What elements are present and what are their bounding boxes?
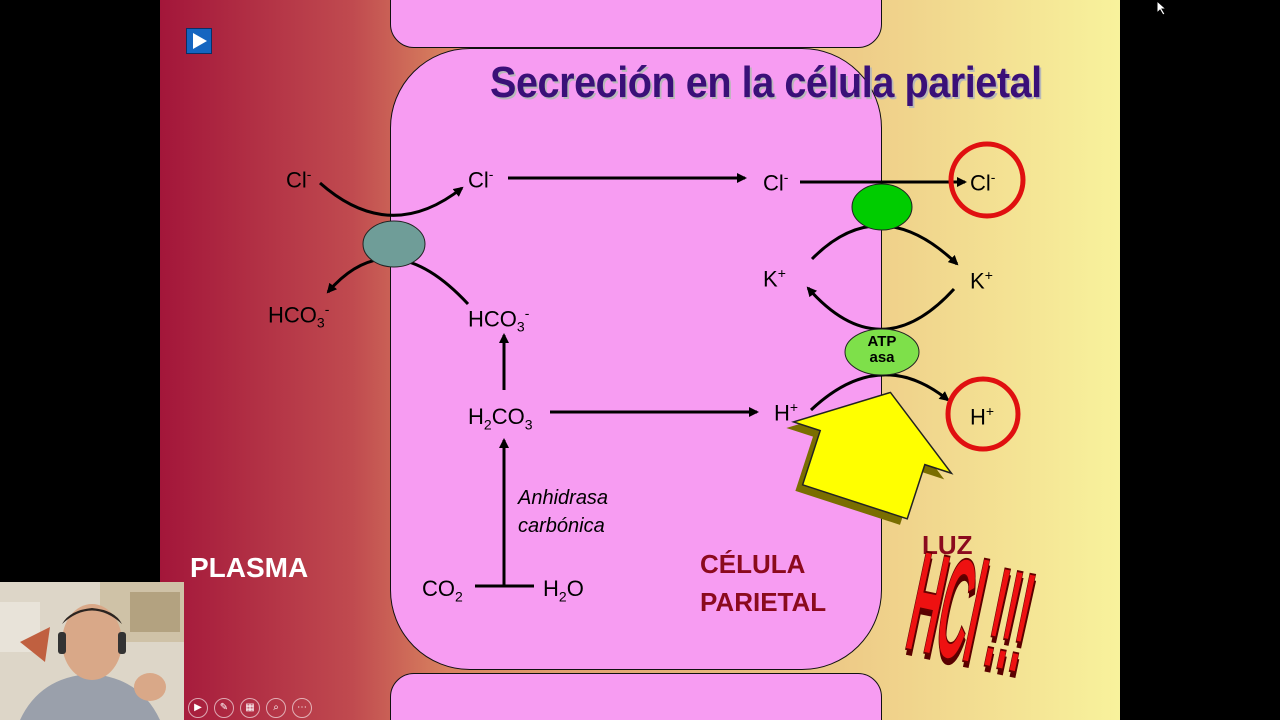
arrow-k-out (810, 224, 959, 266)
cl-cell-right-label: Cl- (763, 169, 789, 196)
k-lumen-label: K+ (970, 267, 993, 294)
cell-top-neighbor (390, 0, 882, 48)
cl-plasma-label: Cl- (286, 166, 312, 193)
slides-button[interactable]: ▦ (240, 698, 260, 718)
cl-hco3-exchanger (362, 220, 426, 268)
plasma-label: PLASMA (190, 552, 309, 583)
cl-channel (851, 183, 913, 231)
diagram-graphics (319, 141, 1026, 588)
play-icon: ▶ (194, 702, 202, 713)
h-lumen-ring (945, 376, 1021, 452)
more-icon: ⋯ (297, 702, 307, 713)
cell-bottom-neighbor (390, 673, 882, 720)
slides-icon: ▦ (245, 702, 255, 713)
pen-icon: ✎ (219, 702, 229, 713)
parietal-cell (390, 48, 882, 670)
lumen-label: LUZ (922, 530, 973, 560)
webcam-overlay (0, 582, 184, 720)
arrow-cl-in (319, 181, 464, 217)
arrow-k-in (806, 286, 956, 331)
pen-button[interactable]: ✎ (214, 698, 234, 718)
h-cell-label: H+ (774, 399, 799, 426)
play-icon (193, 33, 207, 49)
zoom-icon: ⌕ (273, 702, 279, 713)
more-button[interactable]: ⋯ (292, 698, 312, 718)
slide: Secreción en la célula parietal (160, 0, 1120, 720)
cl-cell-label: Cl- (468, 166, 494, 193)
h-lumen-label: H+ (970, 403, 995, 430)
k-cell-label: K+ (763, 265, 786, 292)
highlight-arrow (786, 391, 954, 525)
play-button[interactable] (186, 28, 212, 54)
h-k-atpase (844, 328, 920, 376)
cl-lumen-ring (948, 141, 1026, 219)
hco3-cell-label: HCO3- (468, 305, 530, 335)
h2co3-label: H2CO3 (468, 404, 533, 433)
co2-label: CO2 (422, 576, 463, 605)
cl-lumen-label: Cl- (970, 169, 996, 196)
presenter-video (0, 582, 184, 720)
slide-title: Secreción en la célula parietal (490, 58, 1042, 107)
prev-slide-button[interactable]: ▶ (188, 698, 208, 718)
cursor-icon (1156, 0, 1168, 16)
h2o-label: H2O (543, 576, 584, 605)
hco3-plasma-label: HCO3- (268, 301, 330, 331)
zoom-button[interactable]: ⌕ (266, 698, 286, 718)
